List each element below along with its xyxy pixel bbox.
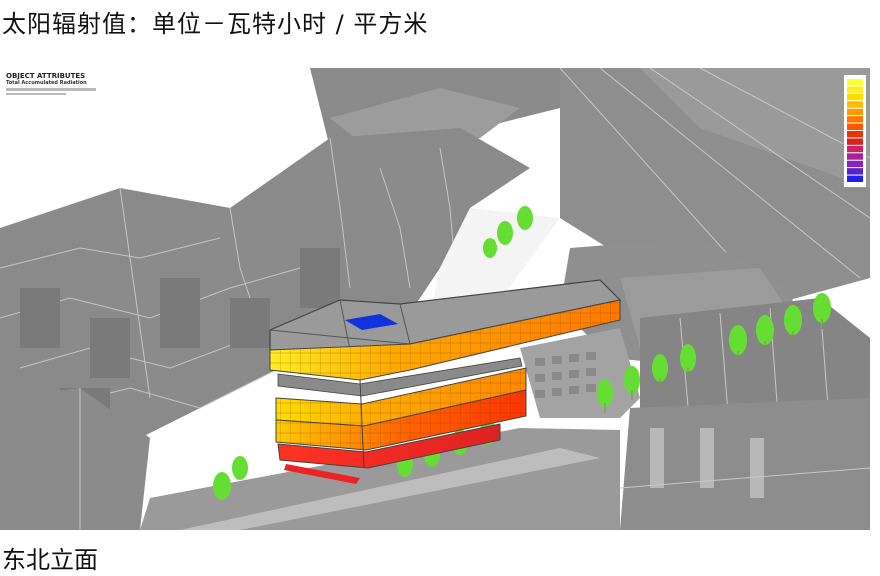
legend-swatch bbox=[847, 131, 863, 138]
legend-swatch bbox=[847, 153, 863, 160]
analysis-panel-subtitle: Total Accumulated Radiation bbox=[6, 80, 87, 86]
legend-swatch bbox=[847, 123, 863, 130]
radiation-analysis-render bbox=[0, 68, 870, 530]
legend-swatch bbox=[847, 101, 863, 108]
base-stripe bbox=[284, 464, 360, 484]
analysis-panel-line bbox=[6, 88, 96, 91]
page-title: 太阳辐射值：单位－瓦特小时 / 平方米 bbox=[2, 10, 429, 38]
legend-swatch bbox=[847, 168, 863, 175]
legend-swatch bbox=[847, 116, 863, 123]
legend-swatch bbox=[847, 138, 863, 145]
roof-hot-spot bbox=[345, 314, 398, 330]
analysis-attributes-panel: OBJECT ATTRIBUTES Total Accumulated Radi… bbox=[6, 72, 146, 95]
block-bottom-left bbox=[0, 388, 150, 530]
legend-swatches bbox=[847, 79, 863, 182]
analysis-panel-line bbox=[6, 93, 66, 95]
analyzed-building bbox=[269, 279, 622, 484]
legend-swatch bbox=[847, 86, 863, 93]
legend-swatch bbox=[847, 160, 863, 168]
block-bottom-right bbox=[620, 398, 870, 530]
view-caption: 东北立面 bbox=[2, 546, 98, 574]
legend-swatch bbox=[847, 79, 863, 86]
legend-swatch bbox=[847, 108, 863, 116]
color-scale-legend bbox=[843, 74, 867, 188]
facade-band-4 bbox=[277, 423, 501, 469]
legend-swatch bbox=[847, 93, 863, 101]
legend-swatch bbox=[847, 145, 863, 153]
block-windows bbox=[520, 328, 640, 418]
legend-swatch bbox=[847, 175, 863, 182]
analysis-panel-title: OBJECT ATTRIBUTES bbox=[6, 72, 86, 80]
